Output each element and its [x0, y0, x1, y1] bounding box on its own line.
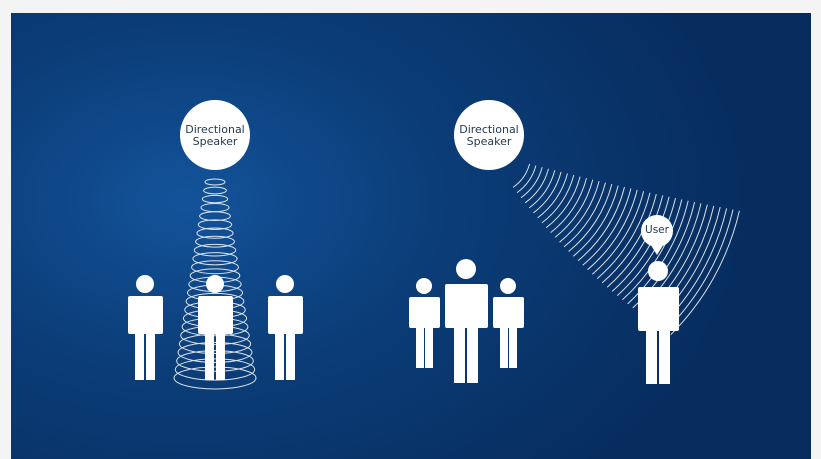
sound-ring — [193, 243, 237, 257]
sound-ring — [176, 350, 254, 372]
person-icon — [198, 275, 233, 380]
sound-wave-arc — [563, 182, 606, 248]
diagram-graphic — [128, 100, 740, 390]
sound-wave-arc — [670, 210, 740, 336]
sound-wave-arc — [622, 199, 683, 301]
sound-wave-arc — [611, 196, 670, 292]
sound-wave-arc — [528, 170, 556, 209]
user-label: User — [645, 224, 669, 236]
sound-ring — [178, 333, 252, 355]
sound-wave-arc — [541, 174, 575, 224]
sound-wave-arc — [512, 163, 531, 188]
sound-wave-arc — [537, 173, 568, 219]
sound-wave-arc — [516, 165, 537, 194]
sound-wave-arc — [606, 195, 664, 288]
sound-beam — [512, 163, 740, 336]
diagram-canvas: Directional Speaker Directional Speaker … — [11, 13, 811, 459]
sound-wave-arc — [533, 171, 562, 214]
left-panel — [128, 100, 303, 390]
sound-wave-arc — [550, 177, 587, 233]
sound-wave-arc — [568, 183, 613, 252]
person-icon — [638, 261, 679, 384]
sound-wave-arc — [572, 185, 619, 257]
sound-wave-arc — [582, 188, 632, 266]
sound-wave-arc — [627, 200, 689, 305]
speaker-circle-icon — [454, 100, 524, 170]
sound-ring — [192, 252, 238, 266]
sound-wave-arc — [587, 189, 638, 271]
person-icon — [493, 278, 524, 368]
speaker-label: Directional Speaker — [185, 123, 245, 148]
sound-ring — [199, 211, 231, 221]
sound-ring — [174, 358, 256, 381]
sound-ring — [191, 260, 239, 275]
speaker-label: Directional Speaker — [459, 123, 519, 148]
location-pin-icon — [641, 215, 673, 255]
sound-ring — [197, 219, 233, 230]
sound-ring — [203, 186, 227, 195]
sound-wave-arc — [545, 176, 581, 229]
sound-wave-arc — [559, 180, 600, 243]
sound-wave-arc — [524, 168, 549, 204]
person-icon — [409, 278, 440, 368]
speaker-circle-icon — [180, 100, 250, 170]
person-icon — [268, 275, 303, 380]
sound-cone — [173, 178, 257, 390]
sound-ring — [195, 235, 235, 248]
sound-ring — [173, 366, 257, 390]
sound-wave-arc — [601, 193, 657, 284]
sound-ring — [200, 203, 230, 213]
sound-wave-arc — [616, 197, 676, 296]
sound-ring — [204, 178, 226, 186]
sound-ring — [201, 194, 229, 204]
sound-wave-arc — [577, 186, 625, 262]
sound-wave-arc — [520, 166, 543, 199]
person-icon — [128, 275, 163, 380]
right-panel — [409, 100, 740, 384]
sound-wave-arc — [596, 192, 651, 279]
sound-ring — [196, 227, 234, 239]
sound-ring — [177, 341, 253, 363]
sound-wave-arc — [554, 179, 594, 238]
sound-wave-arc — [591, 191, 645, 275]
person-icon — [445, 259, 488, 383]
